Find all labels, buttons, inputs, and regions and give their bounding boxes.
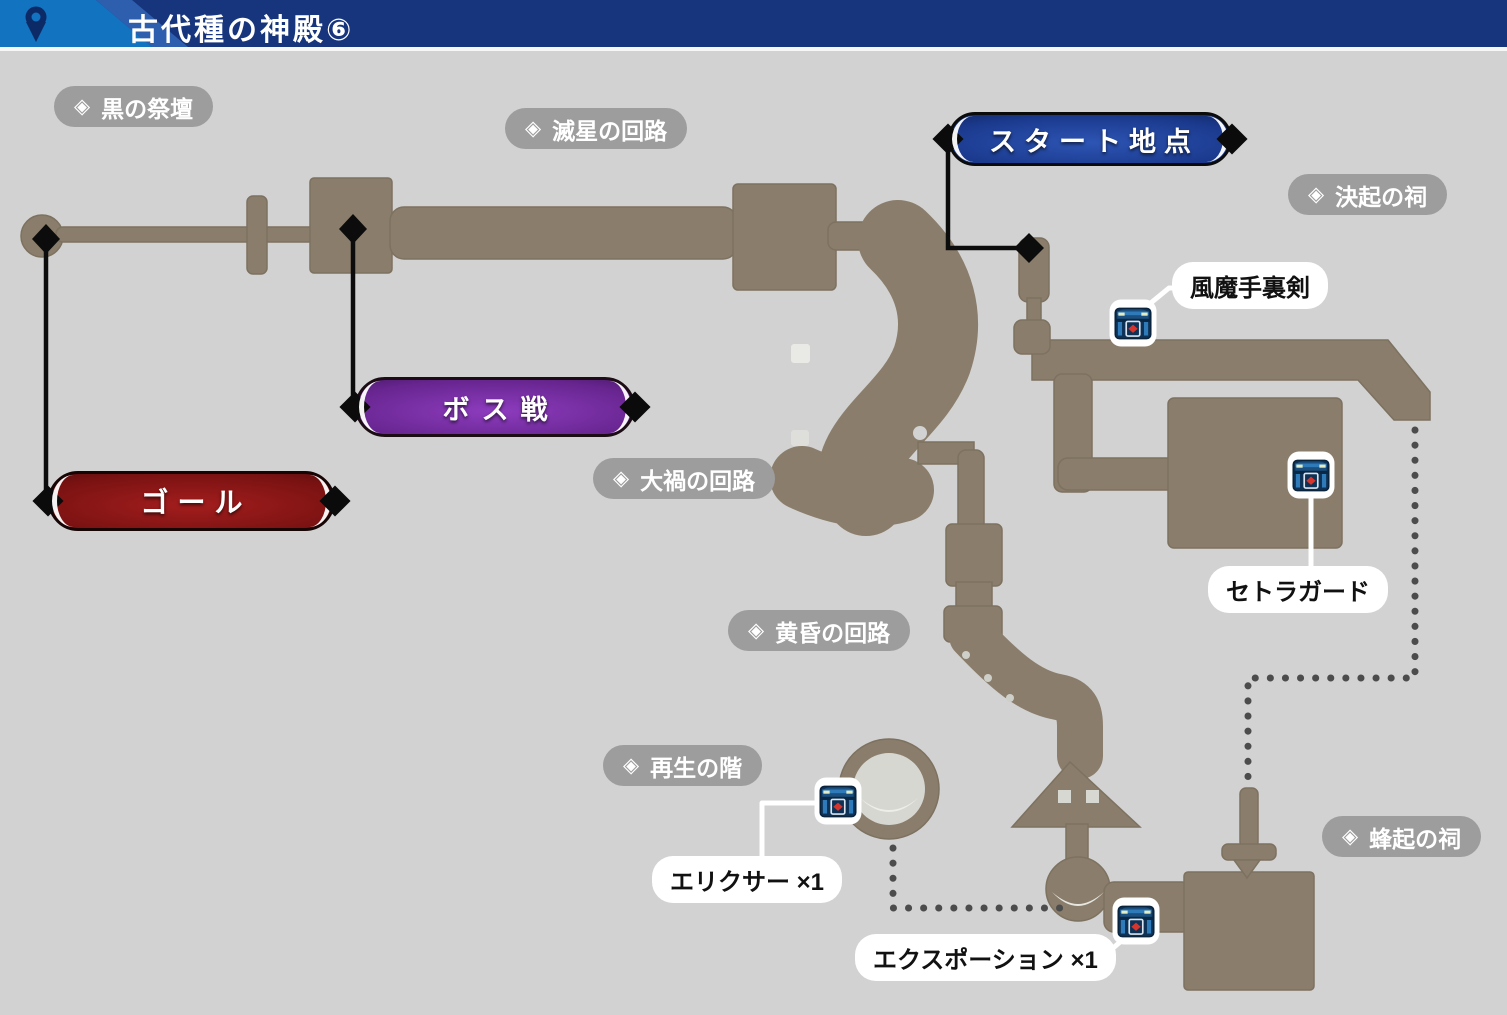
route-end-diamonds (32, 214, 1044, 263)
item-label-elixir: エリクサー ×1 (652, 856, 843, 903)
treasure-chest-icon-fuma-shuriken (1109, 299, 1157, 347)
banner-arc-left (952, 116, 995, 162)
area-label-text: 滅星の回路 (552, 117, 668, 144)
area-label-text: 黒の祭壇 (101, 95, 194, 122)
area-label-saisei-no-kizahashi: ◈ 再生の階 (603, 745, 763, 786)
diamond-icon: ◈ (525, 117, 542, 140)
diamond-icon: ◈ (623, 754, 640, 777)
banner-goal-label: ゴール (140, 487, 252, 518)
banner-boss-battle: ボス戦 (355, 377, 635, 437)
item-label-fuma-shuriken: 風魔手裏剣 (1172, 262, 1328, 309)
banner-arc-right (588, 381, 631, 433)
diamond-icon: ◈ (1308, 183, 1325, 206)
area-label-text: 黄昏の回路 (775, 619, 891, 646)
page-title: 古代種の神殿⑥ (128, 14, 355, 47)
banner-start-point: スタート地点 (948, 112, 1232, 166)
area-label-text: 大禍の回路 (640, 467, 756, 494)
area-label-text: 再生の階 (650, 754, 743, 781)
dotted-route-path (889, 426, 1419, 912)
area-label-kuro-no-saidan: ◈ 黒の祭壇 (54, 86, 214, 127)
solid-route-lines (43, 140, 1022, 493)
area-label-text: 決起の祠 (1335, 183, 1428, 210)
diamond-icon: ◈ (613, 467, 630, 490)
treasure-chest-icon-x-potion (1112, 897, 1160, 945)
banner-arc-right (1185, 116, 1228, 162)
diamond-icon: ◈ (1342, 825, 1359, 848)
area-label-houki-no-hokora: ◈ 蜂起の祠 (1322, 816, 1482, 857)
diamond-icon: ◈ (748, 619, 765, 642)
item-label-cetra-guard: セトラガード (1208, 566, 1388, 613)
map-pin-icon (25, 6, 47, 42)
banner-arc-left (359, 381, 402, 433)
area-label-tasogare-no-kairo: ◈ 黄昏の回路 (728, 610, 911, 651)
item-label-x-potion: エクスポーション ×1 (855, 934, 1116, 981)
banner-arc-right (288, 475, 331, 527)
banner-arc-left (52, 475, 95, 527)
area-label-kekki-no-hokora: ◈ 決起の祠 (1288, 174, 1448, 215)
header: 古代種の神殿⑥ (0, 0, 1507, 51)
area-label-text: 蜂起の祠 (1369, 825, 1462, 852)
area-label-taika-no-kairo: ◈ 大禍の回路 (593, 458, 776, 499)
terrain-details (791, 344, 1104, 906)
treasure-chest-icon-elixir (814, 777, 862, 825)
terrain-shapes (20, 177, 1431, 991)
diamond-icon: ◈ (74, 95, 91, 118)
area-label-messei-no-kairo: ◈ 滅星の回路 (505, 108, 688, 149)
treasure-chest-icon-cetra-guard (1287, 451, 1335, 499)
banner-boss-label: ボス戦 (442, 394, 560, 425)
banner-start-label: スタート地点 (989, 126, 1199, 157)
banner-goal: ゴール (48, 471, 335, 531)
